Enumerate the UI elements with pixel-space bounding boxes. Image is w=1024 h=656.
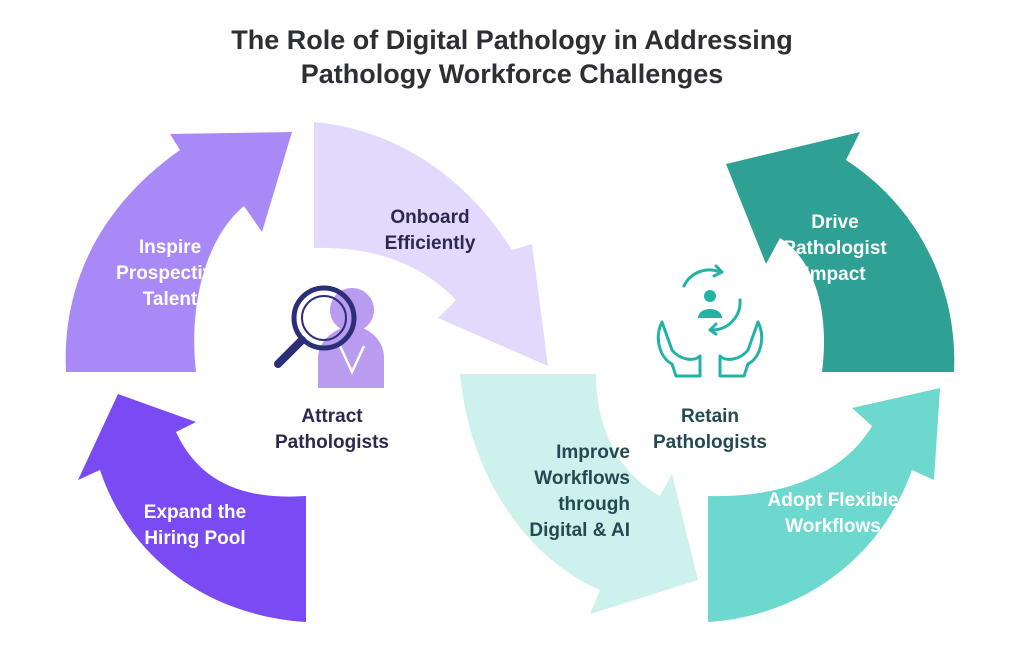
onboard-efficiently-arrow (314, 122, 548, 366)
diagram-title-line-1: The Role of Digital Pathology in Address… (231, 25, 793, 55)
drive-impact-label: Drive Pathologist Impact (783, 212, 887, 285)
retain-pathologists-label: Retain Pathologists (652, 406, 767, 453)
improve-workflows-arrow (460, 374, 698, 614)
magnifier-person-icon (274, 285, 384, 388)
attract-pathologists-label: Attract Pathologists (274, 406, 389, 453)
inspire-talent-label: Inspire Prospective Talent (116, 237, 224, 310)
diagram-title-line-2: Pathology Workforce Challenges (300, 59, 724, 89)
inspire-talent-arrow (65, 132, 292, 372)
adopt-flexible-arrow (708, 388, 940, 622)
expand-hiring-pool-label: Expand the Hiring Pool (143, 502, 247, 549)
drive-impact-arrow (726, 132, 955, 372)
improve-workflows-label: Improve Workflows through Digital & AI (529, 442, 630, 541)
adopt-flexible-label: Adopt Flexible Workflows (767, 490, 899, 537)
onboard-efficiently-label: Onboard Efficiently (384, 207, 476, 254)
hands-cycle-person-icon (656, 264, 764, 378)
expand-hiring-pool-arrow (78, 394, 306, 622)
